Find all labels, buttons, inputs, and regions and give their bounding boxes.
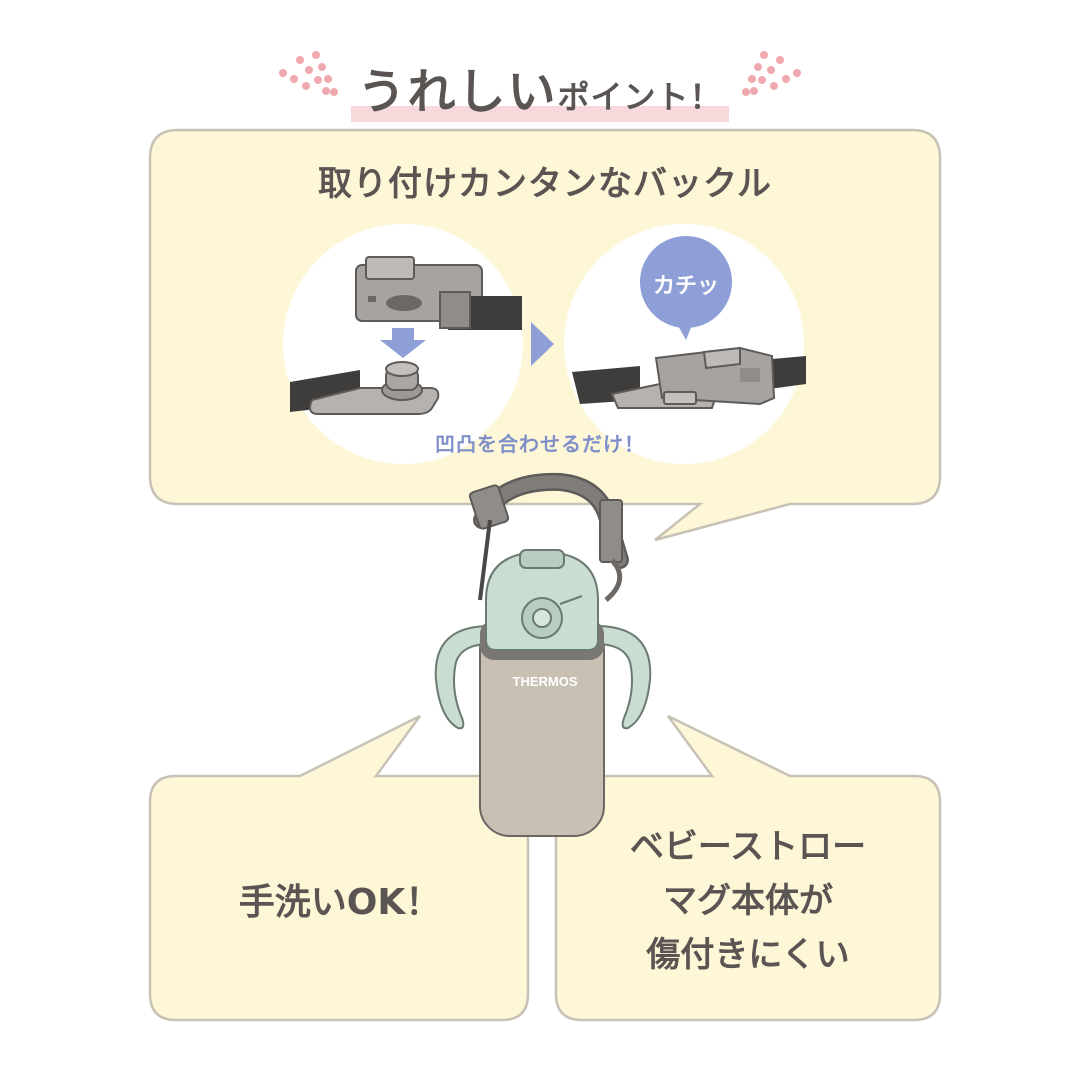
- bottle-brand: THERMOS: [512, 674, 578, 689]
- buckle-joined: [572, 346, 806, 409]
- down-arrow-icon: [380, 328, 426, 358]
- click-bubble-tail: [676, 320, 694, 340]
- scratch-resistant-text: ベビーストロー マグ本体が 傷付きにくい: [556, 820, 940, 982]
- next-arrow-icon: [531, 322, 554, 366]
- handwash-ok-text: 手洗いOK！: [238, 882, 442, 923]
- title-main: うれしい: [357, 64, 558, 120]
- click-label: カチッ: [652, 274, 719, 299]
- buckle-heading: 取り付けカンタンなバックル: [318, 164, 772, 204]
- right-line-3: 傷付きにくい: [646, 935, 850, 975]
- bottom-left-speech-box: [148, 714, 530, 1022]
- page-title: うれしいポイント！: [0, 52, 1080, 122]
- right-line-1: ベビーストロー: [629, 827, 867, 867]
- sparkle-left-icon: [279, 51, 338, 96]
- buckle-caption: 凹凸を合わせるだけ！: [435, 432, 645, 456]
- baby-bottle-illustration: [434, 472, 652, 837]
- title-sub: ポイント！: [557, 78, 723, 116]
- buckle-bottom-part: [290, 361, 440, 415]
- right-line-2: マグ本体が: [663, 881, 833, 921]
- buckle-top-part: [355, 256, 483, 322]
- click-bubble: [640, 236, 732, 328]
- strap-top-loop: [439, 291, 471, 329]
- sparkle-right-icon: [742, 51, 801, 96]
